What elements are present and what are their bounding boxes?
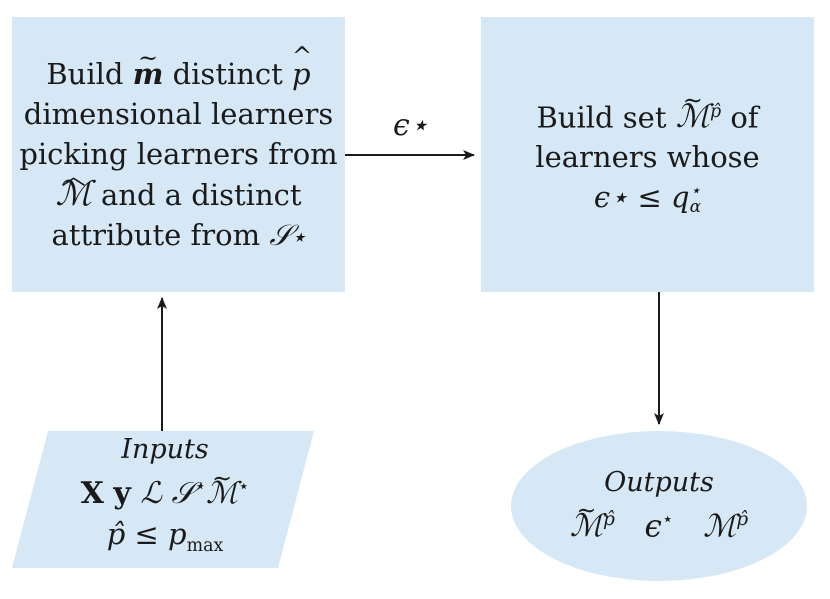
build-set-node: [481, 17, 814, 292]
p-hat-superscript: p̂: [709, 101, 722, 122]
M-symbol: ℳ: [55, 174, 92, 214]
line4-text: and a distinct: [101, 178, 302, 212]
inputs-node: [12, 431, 314, 568]
X-symbol: X: [80, 476, 104, 512]
build-learners-node: [12, 17, 345, 292]
m-symbol: m: [132, 57, 164, 91]
set-line-2: learners whose: [535, 140, 760, 175]
wide-tilde-accent: ∼: [682, 86, 703, 115]
set-line-3: ϵ⋆ ≤ q⋆α: [594, 177, 701, 217]
S-star: ⋆: [194, 476, 207, 498]
build-learners-text: Build ~m distinct ^p dimensional learner…: [12, 17, 345, 292]
epsilon-star: ⋆: [661, 508, 674, 530]
wide-tilde-accent: ∼: [212, 464, 233, 493]
build-line-4: ︿ℳ and a distinct: [55, 162, 302, 215]
M-symbol: ℳ: [206, 476, 239, 512]
p-symbol: p: [292, 57, 311, 91]
wide-hat-accent: ︿: [61, 162, 86, 190]
p-symbol: p: [168, 517, 187, 552]
word-build: Build: [46, 57, 124, 91]
m-tilde: ~m: [132, 44, 164, 94]
leq-symbol: ≤: [637, 180, 662, 215]
S-star-symbol: 𝒮⋆: [269, 218, 306, 252]
word-build-set: Build set: [536, 100, 667, 135]
L-symbol: ℒ: [140, 476, 162, 512]
word-of: of: [730, 100, 759, 135]
S-symbol: 𝒮: [171, 476, 195, 512]
outputs-title: Outputs: [604, 466, 714, 498]
M-tilde-superscript: p̂: [603, 508, 615, 530]
build-line-2: dimensional learners: [23, 97, 334, 131]
M-hat: ︿ℳ: [55, 162, 92, 215]
M-tilde: ∼ℳ: [569, 496, 604, 546]
outputs-text: Outputs ∼ℳp̂ ϵ⋆ ℳp̂: [511, 431, 807, 581]
inputs-constraint: p̂ ≤ pmax: [107, 514, 224, 566]
M-tilde: ∼ℳ: [206, 464, 239, 514]
word-distinct: distinct: [172, 57, 283, 91]
build-set-text: Build set ∼ℳp̂ of learners whose ϵ⋆ ≤ q⋆…: [481, 17, 814, 292]
inputs-title: Inputs: [121, 434, 209, 466]
M-symbol-plain: ℳ: [703, 508, 737, 545]
inputs-text: Inputs X y ℒ 𝒮⋆∼ℳ⋆ p̂ ≤ pmax: [20, 431, 310, 568]
y-symbol: y: [113, 476, 131, 512]
q-star: ⋆: [690, 181, 701, 202]
wide-tilde-accent: ∼: [576, 496, 597, 525]
q-alpha: α: [689, 197, 702, 218]
hat-accent: ^: [292, 42, 313, 70]
M-star: ⋆: [238, 476, 250, 498]
M-superscript: p̂: [736, 508, 749, 530]
p-hat: ^p: [292, 42, 312, 94]
inputs-symbols: X y ℒ 𝒮⋆∼ℳ⋆: [80, 464, 250, 514]
M-symbol: ℳ: [569, 508, 604, 545]
outputs-symbols: ∼ℳp̂ ϵ⋆ ℳp̂: [569, 496, 749, 546]
outputs-node: [511, 431, 807, 581]
q-symbol: q: [671, 180, 690, 215]
leq-symbol: ≤: [134, 517, 159, 552]
M-symbol: ℳ: [675, 97, 710, 136]
p-max-subscript: max: [186, 535, 224, 556]
epsilon-star: ϵ⋆: [593, 180, 629, 215]
edge-label-epsilon-star: ϵ⋆: [393, 108, 429, 143]
build-line-5: attribute from 𝒮⋆: [52, 215, 306, 255]
set-line-1: Build set ∼ℳp̂ of: [536, 86, 759, 138]
build-line-1: Build ~m distinct ^p: [46, 42, 312, 94]
build-line-3: picking learners from: [19, 137, 338, 171]
p-hat: p̂: [106, 517, 126, 552]
tilde-accent: ~: [137, 44, 159, 72]
line5-text: attribute from: [51, 218, 261, 252]
q-scripts: ⋆α: [689, 181, 702, 218]
epsilon-symbol: ϵ: [644, 508, 662, 545]
M-tilde: ∼ℳ: [675, 86, 710, 137]
